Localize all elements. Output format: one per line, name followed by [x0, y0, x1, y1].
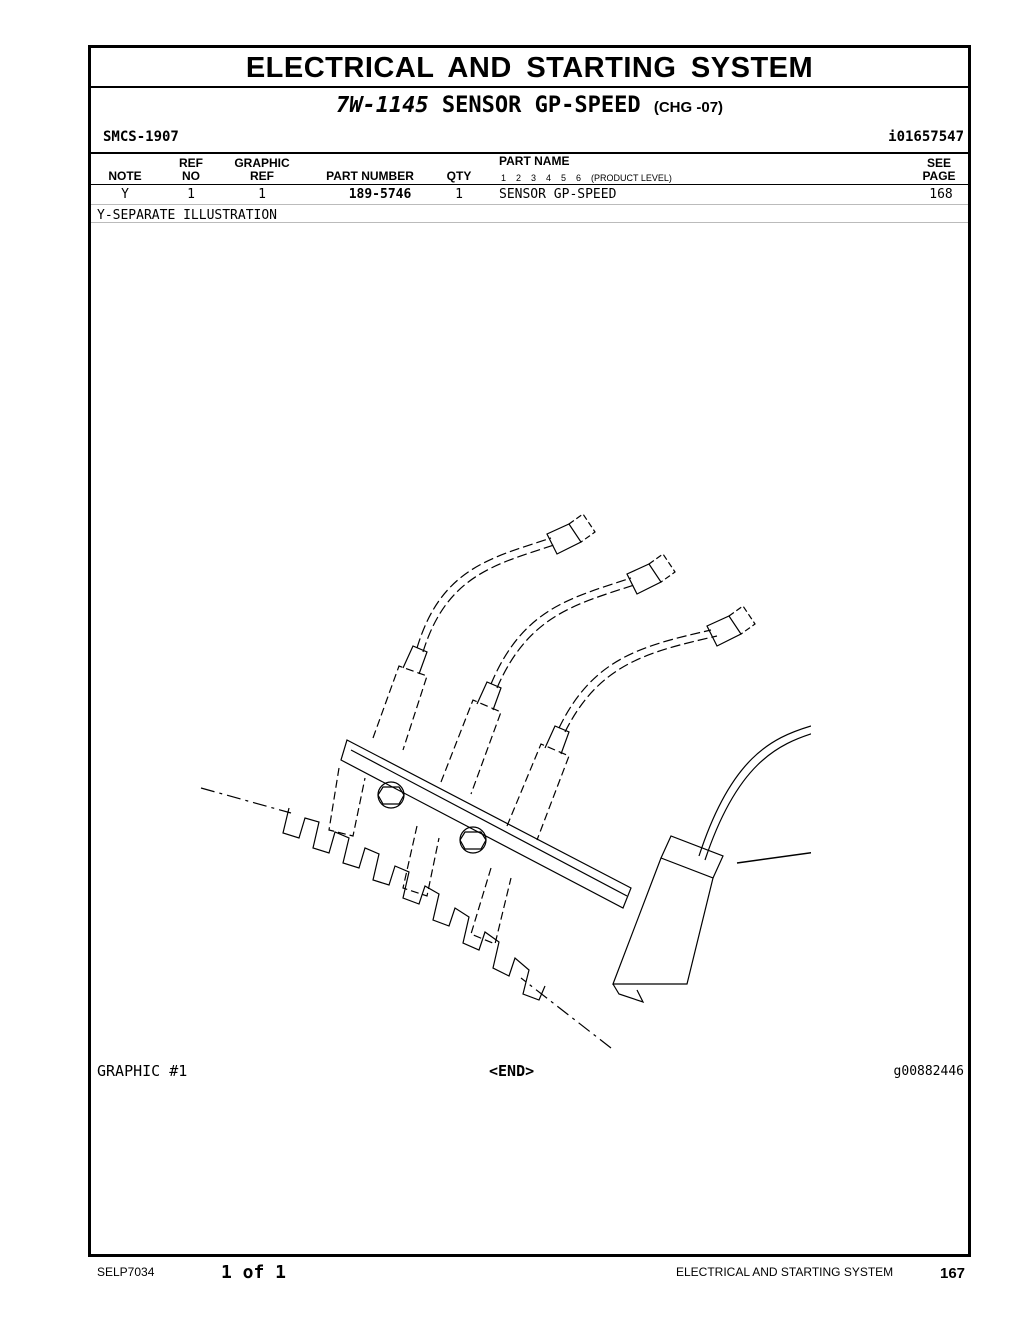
row-graphic-ref: 1: [258, 187, 266, 202]
end-marker: <END>: [489, 1062, 535, 1080]
part-group-number: 7W-1145: [335, 93, 429, 118]
row-part-name: SENSOR GP-SPEED: [499, 187, 617, 202]
row-divider: [91, 204, 968, 205]
row-qty: 1: [455, 187, 463, 202]
footer-page-of: 1 of 1: [221, 1262, 287, 1283]
col-ref-top: REF: [179, 156, 203, 170]
footer-page-number: 167: [940, 1265, 966, 1282]
col-see-top: SEE: [926, 156, 951, 170]
note-divider: [91, 222, 968, 223]
graphic-number: g00882446: [893, 1064, 964, 1079]
info-identifier: i01657547: [888, 129, 964, 145]
row-note: Y: [121, 187, 129, 202]
note-separate-illustration: Y-SEPARATE ILLUSTRATION: [97, 208, 278, 223]
row-ref-no: 1: [187, 187, 195, 202]
table-header-bottom-rule: [91, 184, 968, 185]
footer-doc-id: SELP7034: [97, 1265, 155, 1279]
page-frame: ELECTRICAL AND STARTING SYSTEM 7W-1145 S…: [88, 45, 971, 1257]
col-part-name: PART NAME: [499, 154, 570, 168]
col-part-number: PART NUMBER: [326, 169, 414, 183]
col-see-bottom: PAGE: [922, 169, 956, 183]
page-title: ELECTRICAL AND STARTING SYSTEM: [91, 48, 968, 88]
speed-sensor-illustration: 1: [200, 513, 811, 1049]
graphic-label: GRAPHIC #1: [97, 1062, 188, 1080]
row-see-page: 168: [929, 187, 953, 202]
col-graphic-bottom: REF: [250, 169, 274, 183]
table-header-top-rule: [91, 152, 968, 154]
col-product-levels: 1 2 3 4 5 6 (PRODUCT LEVEL): [501, 173, 672, 183]
part-group-heading: 7W-1145 SENSOR GP-SPEED (CHG -07): [91, 93, 968, 118]
col-note: NOTE: [108, 169, 142, 183]
part-group-name: SENSOR GP-SPEED: [441, 93, 641, 118]
col-qty: QTY: [446, 169, 472, 183]
col-graphic-top: GRAPHIC: [234, 156, 290, 170]
col-ref-bottom: NO: [182, 169, 200, 183]
smcs-code: SMCS-1907: [103, 129, 179, 145]
footer-section: ELECTRICAL AND STARTING SYSTEM: [676, 1265, 894, 1279]
row-part-number: 189-5746: [348, 187, 412, 202]
change-level: (CHG -07): [653, 99, 724, 116]
